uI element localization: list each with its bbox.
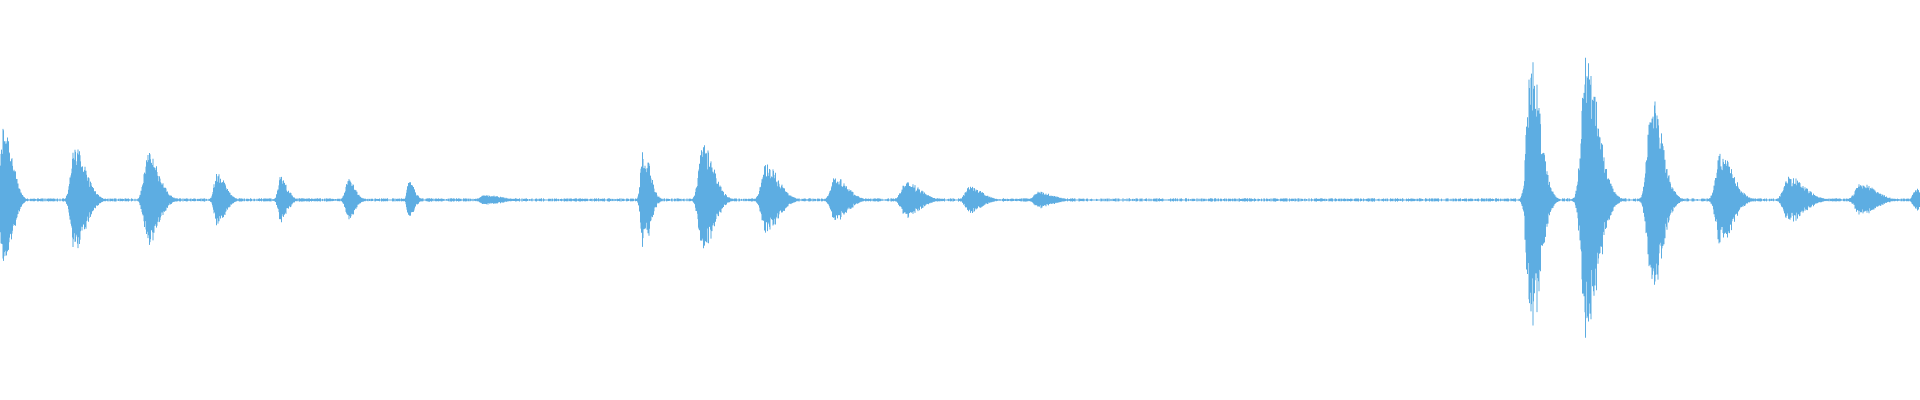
waveform-path	[0, 57, 1920, 338]
